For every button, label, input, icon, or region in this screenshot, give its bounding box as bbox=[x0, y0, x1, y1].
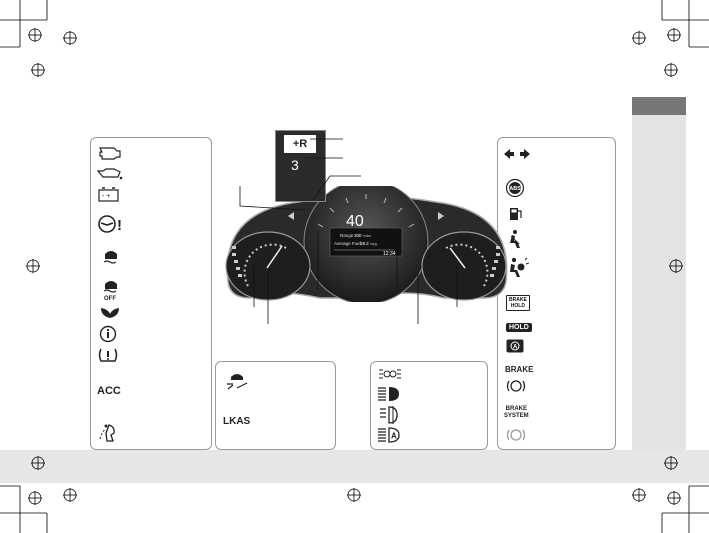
vsa-off-icon: OFF bbox=[103, 281, 117, 302]
lkas-panel: LKAS bbox=[215, 361, 336, 450]
brake-hold-indicator: BRAKE HOLD bbox=[506, 295, 530, 311]
road-departure-mitigation-icon bbox=[227, 374, 248, 390]
page-footer-band bbox=[0, 450, 709, 483]
hold-indicator: HOLD bbox=[506, 323, 532, 332]
clock-readout: 12:34 bbox=[383, 251, 396, 257]
brake-system-indicator: BRAKE SYSTEM bbox=[504, 406, 529, 419]
vsa-icon bbox=[103, 251, 117, 264]
range-label: Range bbox=[340, 233, 354, 238]
acc-indicator: ACC bbox=[97, 385, 121, 397]
right-indicator-panel: ABS BRAKE HOLD HOLD A BRAKE BRAKE SYSTEM bbox=[497, 137, 616, 450]
seatbelt-reminder-icon bbox=[510, 230, 520, 248]
economy-mode-icon bbox=[101, 308, 119, 318]
high-beam-icon bbox=[378, 387, 399, 401]
brake-system-icon bbox=[506, 429, 526, 441]
battery-icon: - + bbox=[98, 187, 119, 202]
fog-light-icon bbox=[380, 406, 398, 424]
abs-icon: ABS bbox=[505, 178, 525, 198]
svg-text:!: ! bbox=[117, 217, 122, 234]
sport-mode-icon: +R bbox=[284, 135, 316, 153]
svg-text:ABS: ABS bbox=[509, 186, 521, 192]
parking-brake-icon bbox=[506, 380, 526, 392]
range-value: 300 bbox=[354, 233, 362, 238]
auto-high-beam-icon: A bbox=[378, 427, 400, 443]
section-tab bbox=[632, 97, 686, 115]
svg-text:OFF: OFF bbox=[104, 296, 116, 302]
driver-attention-icon bbox=[99, 424, 115, 442]
lights-on-icon bbox=[379, 369, 401, 379]
avg-fuel-unit: mpg bbox=[370, 242, 377, 246]
lights-panel: A bbox=[370, 361, 488, 450]
airbag-icon bbox=[510, 257, 529, 277]
section-side-strip bbox=[632, 115, 686, 450]
brake-text-indicator: BRAKE bbox=[505, 365, 534, 374]
turn-signal-icon bbox=[504, 149, 530, 159]
svg-text:A: A bbox=[513, 345, 518, 351]
tire-pressure-icon bbox=[98, 348, 118, 362]
check-engine-icon bbox=[99, 147, 121, 160]
system-message-icon bbox=[99, 325, 117, 343]
lkas-indicator: LKAS bbox=[223, 416, 251, 427]
range-unit: miles bbox=[363, 234, 371, 238]
gear-indicator-callout: +R 3 bbox=[275, 130, 326, 202]
avg-fuel-label: Average Fuel bbox=[334, 241, 361, 246]
svg-text:A: A bbox=[391, 432, 397, 441]
svg-text:- +: - + bbox=[102, 193, 110, 200]
oil-pressure-icon bbox=[97, 168, 123, 180]
left-indicator-panel: - + ! OFF ACC bbox=[90, 137, 212, 450]
power-steering-icon: ! bbox=[98, 215, 122, 234]
speed-readout: 40 bbox=[346, 213, 364, 230]
gear-position-display: 3 bbox=[291, 157, 299, 173]
auto-brake-hold-icon: A bbox=[506, 339, 524, 353]
low-fuel-icon bbox=[510, 208, 522, 220]
avg-fuel-value: 29.2 bbox=[360, 241, 369, 246]
